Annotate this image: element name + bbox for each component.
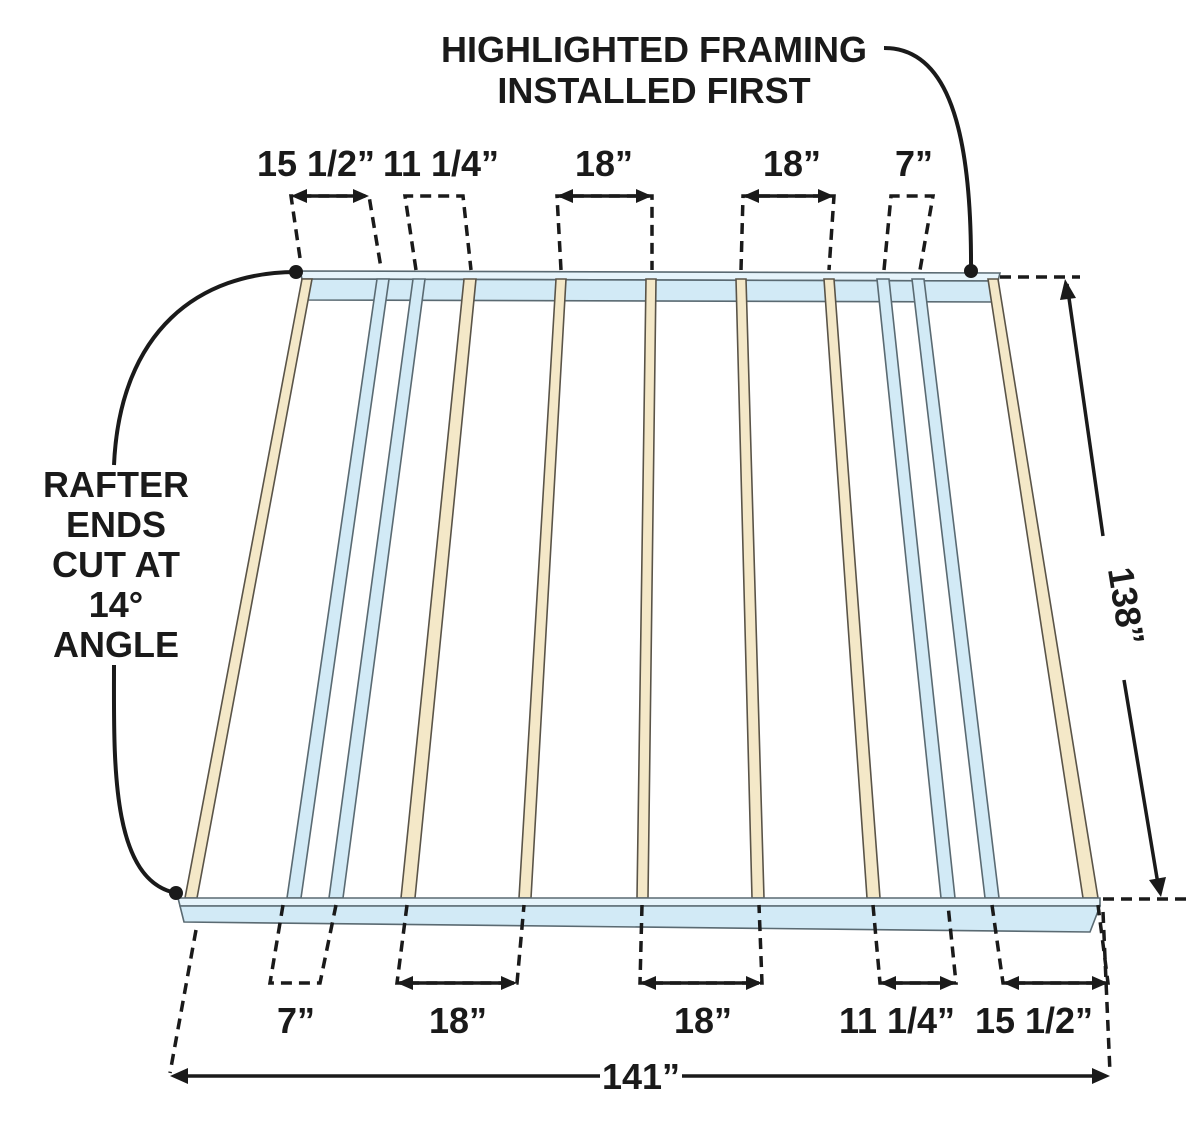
front-rim-board (176, 897, 1101, 907)
rafter-ends-leader-top (112, 270, 297, 466)
top-dimension-label: 7” (895, 143, 933, 184)
overall-depth-dimension (1000, 275, 1190, 901)
rafter-end-right (987, 278, 1099, 899)
overall-width-dimension (168, 911, 1112, 1084)
rafter-end-left (184, 278, 313, 899)
callout-rafter-line-4: 14° (89, 584, 143, 625)
rafter-ends-leader-bottom (111, 664, 177, 895)
bottom-dimension-label: 18” (674, 1000, 732, 1041)
bottom-dimension-lines (267, 904, 1110, 990)
top-dimension-label: 15 1/2” (257, 143, 375, 184)
top-dimension-label: 11 1/4” (383, 143, 499, 184)
bottom-dimension-label: 11 1/4” (839, 1000, 955, 1041)
rafter-double-7b (911, 278, 1000, 899)
bottom-dimension-label: 15 1/2” (975, 1000, 1093, 1041)
callout-rafter-line-3: CUT AT (52, 544, 180, 585)
bottom-dimension-label: 7” (277, 1000, 315, 1041)
roof-frame (176, 270, 1102, 933)
rafter-5 (735, 278, 765, 899)
front-rim-board-face (178, 905, 1102, 933)
overall-depth-label: 138” (1100, 564, 1153, 648)
overall-width-label: 141” (602, 1056, 680, 1097)
top-dimension-label: 18” (763, 143, 821, 184)
callout-leaders (111, 46, 978, 900)
rafter-ends-dot-bottom (169, 886, 183, 900)
rafter-double-7a (876, 278, 956, 899)
labels: HIGHLIGHTED FRAMING INSTALLED FIRST RAFT… (43, 29, 1153, 1097)
callout-highlighted-line-1: HIGHLIGHTED FRAMING (441, 29, 867, 70)
rafter-ends-dot-top (289, 265, 303, 279)
callout-rafter-line-1: RAFTER (43, 464, 189, 505)
callout-rafter-line-5: ANGLE (53, 624, 179, 665)
top-dimension-label: 18” (575, 143, 633, 184)
callout-rafter-line-2: ENDS (66, 504, 166, 545)
rafter-4 (636, 278, 657, 899)
callout-highlighted-line-2: INSTALLED FIRST (497, 70, 810, 111)
highlighted-framing-dot (964, 264, 978, 278)
bottom-dimension-label: 18” (429, 1000, 487, 1041)
highlighted-framing-leader (883, 46, 974, 271)
rafter-3 (518, 278, 567, 899)
rafter-6 (823, 278, 881, 899)
top-dimension-lines (288, 189, 936, 271)
